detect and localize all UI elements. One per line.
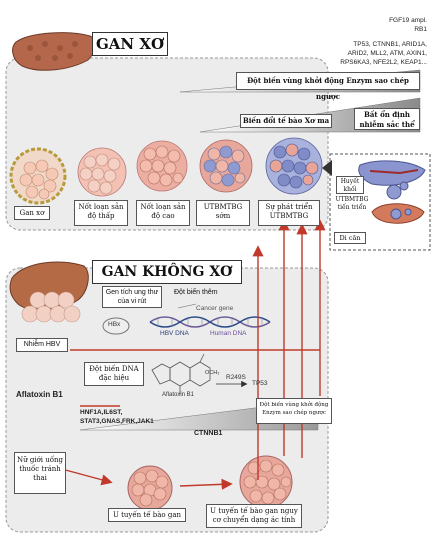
human-dna-label: Human DNA (210, 330, 247, 337)
hbv-infection-label: Nhiễm HBV (16, 338, 68, 352)
stage-high-grade-label: Nốt loạn sản độ cao (136, 200, 190, 226)
aflatoxin-exposure-label: Aflatoxin B1 (16, 390, 63, 399)
non-cirrhosis-title: GAN KHÔNG XƠ (92, 260, 242, 284)
progressed-hcc-icon (265, 137, 323, 195)
och3-label: OCH₃ (205, 370, 220, 376)
aflatoxin-molecule-icon (151, 353, 211, 394)
epigenetic-label: Biến đổi tế bào Xơ ma (240, 114, 332, 128)
gene-list-bottom: HNF1A,IL6ST, STAT3,GNAS,FRK,JAK1 (80, 409, 154, 425)
stage-cirrhosis-label: Gan xơ (14, 206, 50, 220)
stage-early-hcc-label: UTBMTBG sớm (196, 200, 250, 226)
ctnnb1-label: CTNNB1 (194, 430, 223, 437)
viral-oncogene-label: Gen tích ung thư của vi rút (102, 286, 162, 308)
gene-list-wide: TP53, CTNNB1, ARID1A, ARID2, MLL2, ATM, … (340, 41, 427, 66)
r249s-label: R249S (226, 374, 246, 381)
additional-mutation-label: Đột biến thêm (174, 289, 218, 296)
bottom-promoter-mutation-label: Đột biến vùng khởi động Enzym sao chép n… (256, 398, 332, 424)
specific-dna-mutation-label: Đột biến DNA đặc hiệu (84, 362, 144, 386)
chromosomal-instability-label: Bất ổn định nhiễm sắc thể (354, 108, 420, 130)
stage-low-grade-label: Nốt loạn sản độ thấp (74, 200, 128, 226)
malignant-adenoma-label: U tuyến tế bào gan nguy cơ chuyển dạng á… (206, 504, 302, 528)
hbv-dna-helix-icon (149, 303, 271, 328)
high-grade-nodule-icon (136, 140, 188, 192)
early-hcc-icon (199, 139, 253, 193)
cirrhosis-title: GAN XƠ (92, 32, 168, 56)
hbx-label: HBx (108, 321, 121, 328)
metastasis-icon (371, 181, 425, 224)
oral-contraceptive-label: Nữ giới uống thuốc tránh thai (14, 452, 66, 494)
gene-list-right: FGF19 ampl. RB1 (389, 17, 427, 33)
normal-hepatocytes-icon (21, 291, 81, 323)
aflatoxin-compound-label: Aflatoxin B1 (162, 392, 195, 398)
malignant-adenoma-icon (239, 455, 293, 509)
hbx-icon (102, 317, 130, 335)
metastasis-label: Di căn (334, 232, 366, 244)
advanced-hcc-label: UTBMTBG tiến triển (335, 196, 369, 211)
promoter-mutation-label: Đột biến vùng khởi động Enzym sao chép n… (236, 72, 420, 101)
vascular-invasion-label: Huyết khối (336, 176, 364, 194)
cancer-gene-label: Cancer gene (196, 305, 234, 312)
adenoma-icon (127, 465, 173, 511)
hbv-dna-label: HBV DNA (160, 330, 189, 337)
low-grade-nodule-icon (77, 147, 127, 197)
adenoma-label: U tuyến tế bào gan (108, 508, 186, 522)
stage-progressed-hcc-label: Sự phát triển UTBMTBG (258, 200, 320, 226)
cirrhosis-nodule-icon (9, 147, 67, 205)
tp53-label: TP53 (252, 380, 268, 387)
